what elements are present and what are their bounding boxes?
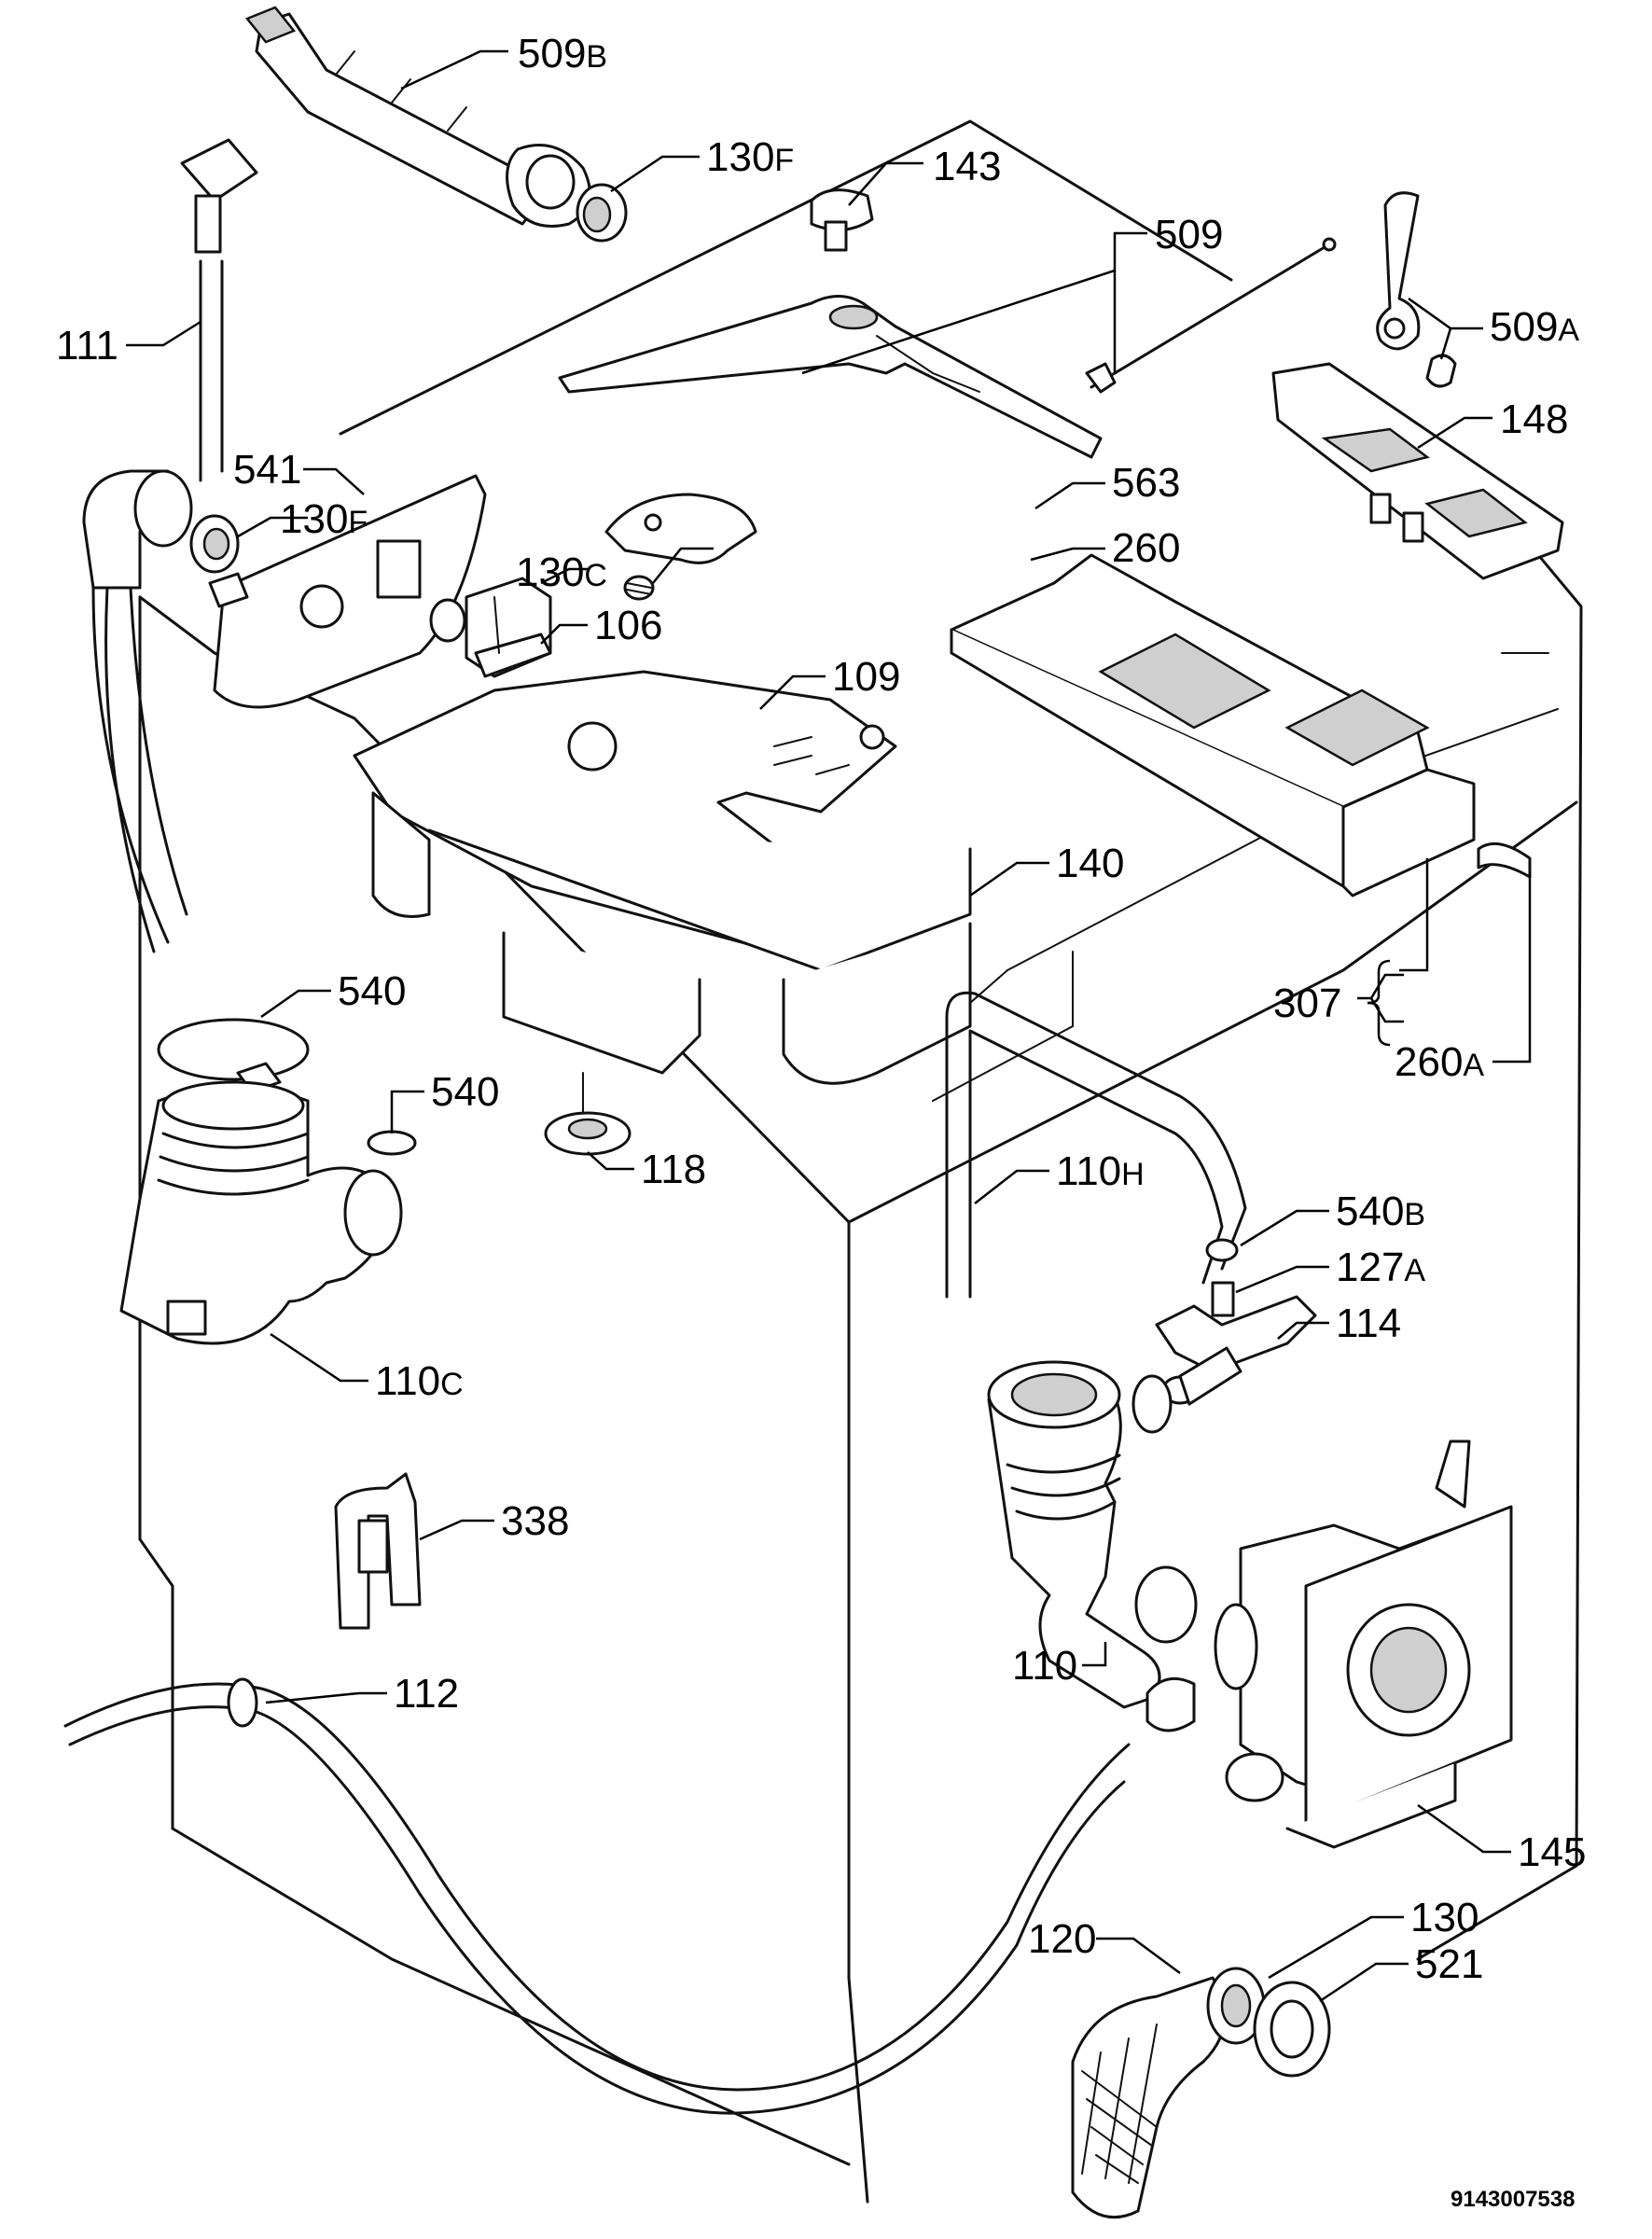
brace-307 <box>1367 959 1391 1047</box>
label-120: 120 <box>1028 1916 1096 1962</box>
label-110c: 110C <box>375 1358 464 1404</box>
label-145: 145 <box>1518 1829 1586 1875</box>
clip-260a <box>1477 841 1532 879</box>
clamp-540-a <box>157 1018 310 1093</box>
label-143: 143 <box>933 144 1001 189</box>
label-140: 140 <box>1056 841 1124 886</box>
drawer-307 <box>950 553 1476 897</box>
label-130: 130 <box>1410 1895 1478 1940</box>
label-109: 109 <box>832 654 900 700</box>
nut-130f-mid <box>189 514 240 574</box>
pump-145 <box>1145 1439 1513 1849</box>
hose-111 <box>180 138 258 482</box>
label-521: 521 <box>1415 1941 1483 1987</box>
label-106: 106 <box>594 603 662 648</box>
label-509a: 509A <box>1490 304 1579 350</box>
label-563: 563 <box>1112 460 1180 506</box>
document-number: 9143007538 <box>1451 2187 1575 2212</box>
label-114: 114 <box>1336 1300 1401 1346</box>
label-130c: 130C <box>516 549 607 595</box>
knob-143 <box>810 188 874 252</box>
knob-118 <box>544 1072 632 1156</box>
fittings-540b-127a-114 <box>1155 1238 1317 1406</box>
label-541: 541 <box>233 447 301 493</box>
elbow-hose-left <box>82 469 193 953</box>
label-540b: 540B <box>1336 1189 1425 1234</box>
leader-lines <box>126 49 1532 2003</box>
inlet-pipe-509b <box>244 6 591 228</box>
label-110: 110 <box>1012 1643 1077 1689</box>
cover-563 <box>604 493 757 564</box>
label-112: 112 <box>394 1671 459 1717</box>
callout-labels: 509B 130F 143 509 509A 111 148 541 563 1… <box>56 31 1586 2212</box>
bracket-541 <box>208 474 487 709</box>
clamp-540-b <box>367 1130 417 1156</box>
clip-338 <box>334 1472 422 1630</box>
label-127a: 127A <box>1336 1245 1425 1290</box>
lever-509a <box>1376 191 1457 388</box>
label-130f-mid: 130F <box>280 496 368 542</box>
label-307: 307 <box>1273 980 1341 1026</box>
label-118: 118 <box>641 1147 706 1192</box>
bellows-110 <box>987 1360 1198 1709</box>
container-148 <box>1271 362 1564 580</box>
tube-110h <box>945 991 1247 1299</box>
drain-hose-112 <box>63 1677 1131 2115</box>
label-148: 148 <box>1500 396 1568 442</box>
label-110h: 110H <box>1056 1148 1145 1194</box>
label-260: 260 <box>1112 525 1180 571</box>
spring-260 <box>623 575 655 601</box>
label-130f-top: 130F <box>706 134 794 180</box>
dispenser-housing-109 <box>353 670 972 1085</box>
label-540-b: 540 <box>431 1069 499 1115</box>
label-509b: 509B <box>518 31 607 76</box>
nut-130f-top <box>576 183 628 243</box>
rod-509 <box>1085 237 1337 394</box>
label-260a: 260A <box>1395 1039 1484 1085</box>
sump-110c <box>119 1080 403 1345</box>
filter-120-cap-521 <box>1071 1967 1331 2219</box>
lever-arm-509 <box>558 295 1103 459</box>
valve-106 <box>429 577 552 678</box>
label-540-a: 540 <box>338 968 406 1014</box>
label-111: 111 <box>56 323 118 369</box>
label-509: 509 <box>1155 212 1223 257</box>
label-338: 338 <box>501 1498 569 1544</box>
